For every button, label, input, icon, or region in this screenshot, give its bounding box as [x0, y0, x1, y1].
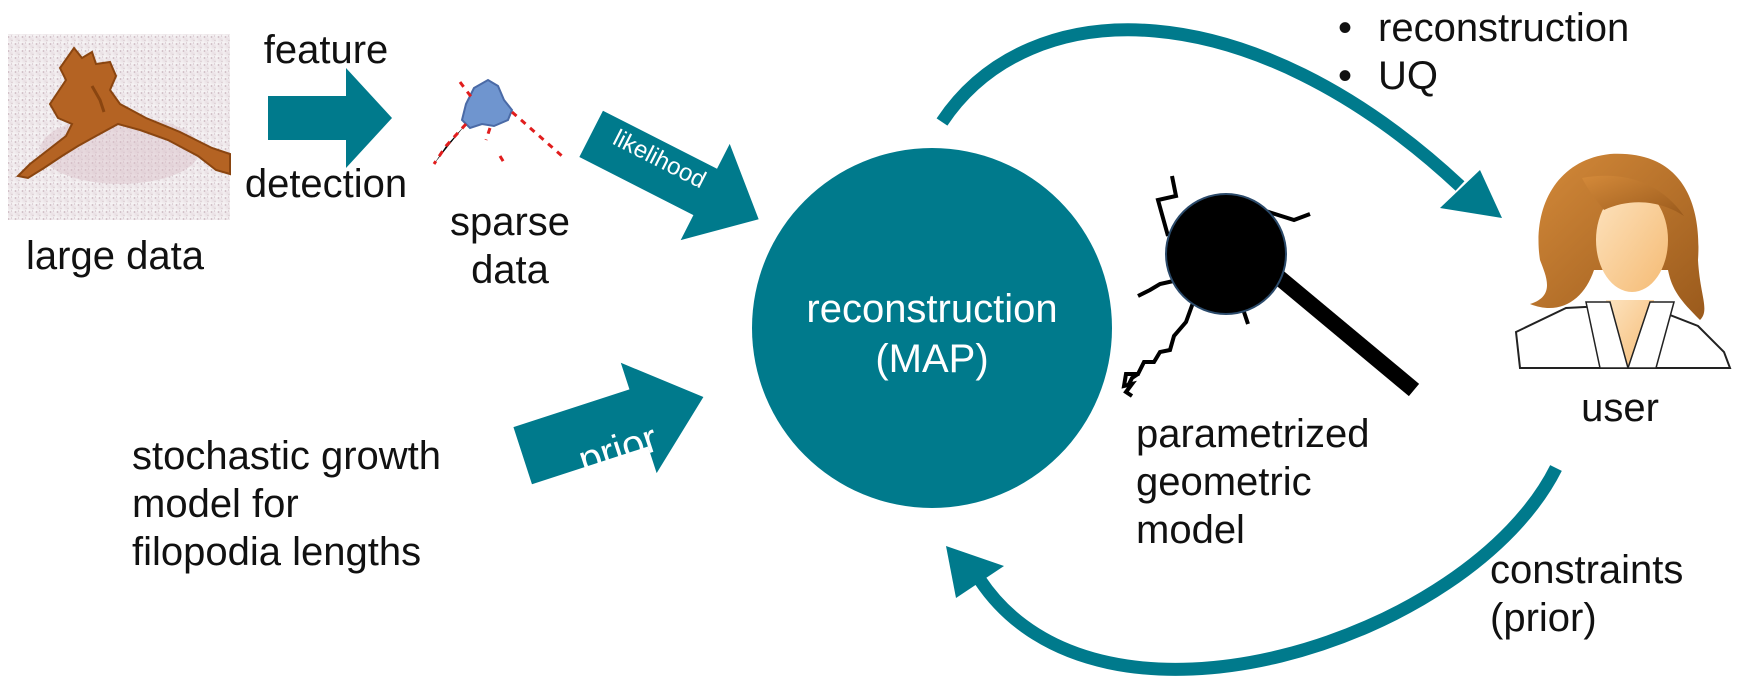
sparse-data-line1: sparse [449, 200, 571, 244]
feature-label: feature [263, 28, 389, 72]
center-label-line2: (MAP) [875, 337, 988, 381]
constraints-label: constraints (prior) [1490, 546, 1683, 642]
sparse-point-cloud-icon [432, 78, 563, 167]
sparse-data-line2: data [471, 248, 549, 292]
constraints-line: constraints [1490, 548, 1684, 592]
feature-detection-arrow [268, 68, 392, 168]
user-avatar-icon [1514, 153, 1732, 369]
geometric-model-line: model [1136, 508, 1245, 552]
output-item: UQ [1336, 52, 1629, 100]
center-label-line1: reconstruction [806, 287, 1057, 331]
prior-arrow [513, 362, 704, 485]
constraints-arrow [946, 465, 1562, 676]
cell-microscopy-image [8, 34, 231, 220]
growth-model-line: filopodia lengths [132, 530, 422, 574]
growth-model-line: model for [132, 482, 299, 526]
geometric-model-line: parametrized [1136, 412, 1370, 456]
geometric-model-line: geometric [1136, 460, 1312, 504]
user-label: user [1581, 386, 1659, 430]
output-item: reconstruction [1336, 4, 1629, 52]
growth-model-line: stochastic growth [132, 434, 442, 478]
likelihood-arrow [579, 110, 759, 241]
detection-label: detection [244, 162, 408, 206]
large-data-label: large data [26, 234, 204, 278]
reconstruction-node [752, 148, 1112, 508]
output-arrow [936, 23, 1502, 218]
output-list: reconstruction UQ [1336, 4, 1629, 100]
growth-model-label: stochastic growth model for filopodia le… [132, 432, 441, 576]
sparse-data-label: sparse data [420, 198, 600, 294]
geometric-model-label: parametrized geometric model [1136, 410, 1369, 554]
constraints-line: (prior) [1490, 596, 1597, 640]
magnifier-cell-model-icon [1121, 175, 1420, 398]
